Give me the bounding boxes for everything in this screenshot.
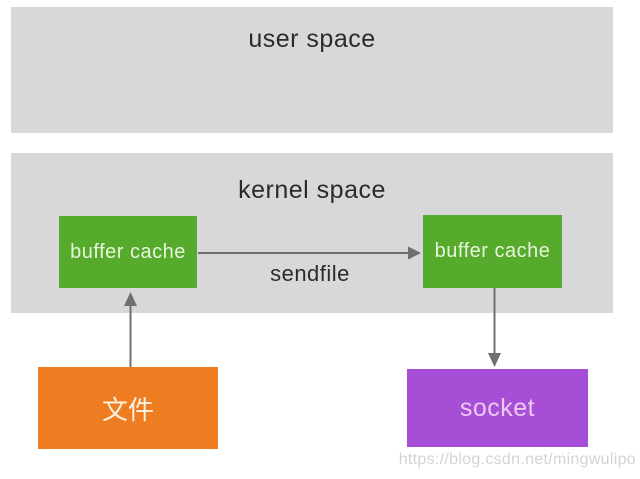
buffer-cache-left-label: buffer cache	[70, 240, 186, 263]
buffer-cache-right-label: buffer cache	[434, 240, 551, 262]
buffer-cache-left-box: buffer cache	[59, 216, 197, 288]
watermark-url: https://blog.csdn.net/mingwulipo	[398, 451, 636, 468]
sendfile-arrow-label: sendfile	[270, 261, 350, 286]
socket-box-label: socket	[459, 393, 536, 422]
file-box: 文件	[38, 367, 218, 449]
kernel-space-label: kernel space	[238, 176, 386, 204]
socket-box: socket	[407, 369, 588, 447]
file-box-label: 文件	[101, 394, 154, 425]
user-space-label: user space	[248, 25, 376, 53]
buffer-cache-right-box: buffer cache	[423, 215, 562, 288]
user-space-region: user space	[11, 7, 613, 133]
